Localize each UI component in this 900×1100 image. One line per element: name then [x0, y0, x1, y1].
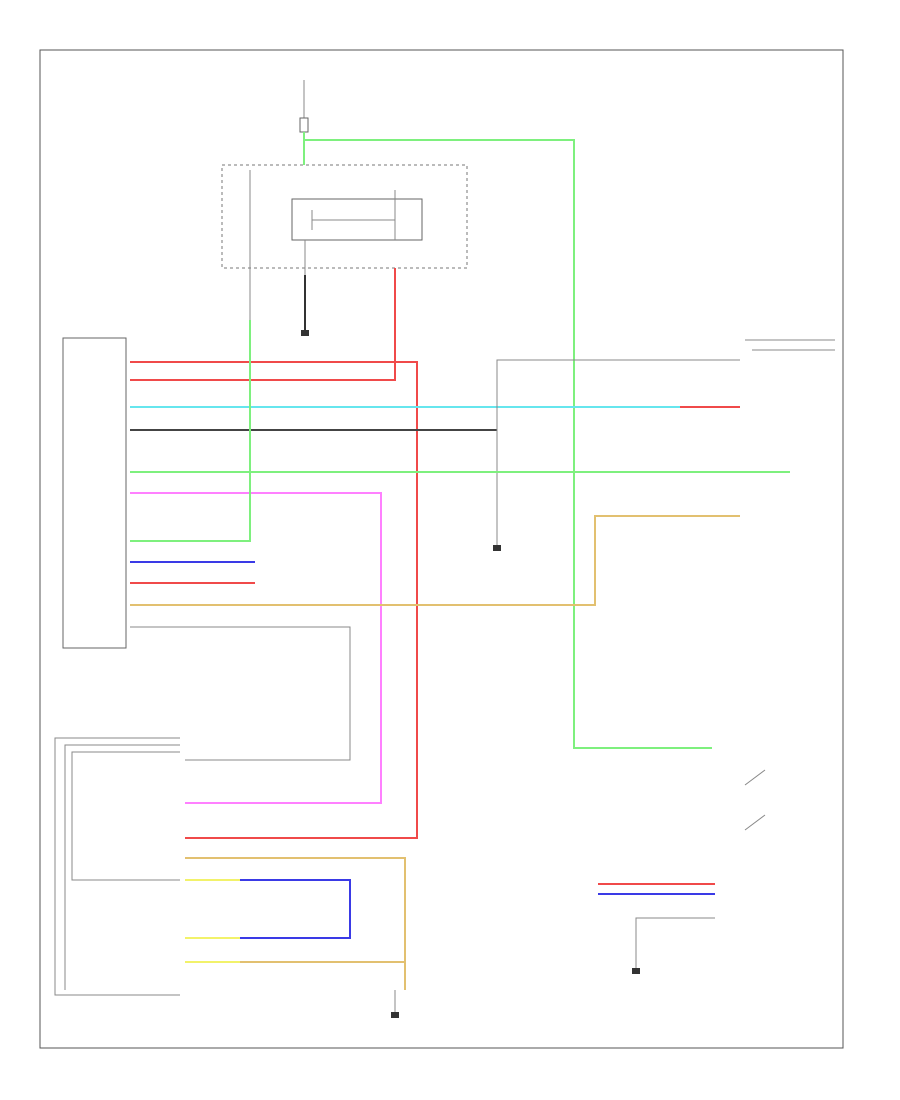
- ground-bottom-icon: [391, 1012, 399, 1018]
- wire-green-low: [130, 320, 251, 542]
- wire-pink: [130, 492, 382, 804]
- fuse-icon: [299, 117, 309, 133]
- ground-symbol-icon: [301, 330, 309, 336]
- wire-gray-cc: [635, 917, 715, 968]
- diagram-frame: [39, 49, 844, 1049]
- wire-tan-bottom: [185, 857, 406, 963]
- driver-seat-heater-bracket: [54, 737, 180, 996]
- wire-red-relay: [130, 268, 396, 381]
- wire-gray-right: [496, 359, 740, 430]
- seat-heater-control-unit: [62, 337, 127, 649]
- relay-symbol-icon: [291, 198, 423, 241]
- wire-tan: [130, 515, 740, 606]
- wire-red-main: [130, 361, 418, 839]
- power-relay-box: [221, 164, 468, 269]
- wire-blue-bottom: [240, 879, 351, 939]
- wire-green-feed: [303, 132, 712, 749]
- front-pass-seat-sw-icon: [744, 814, 766, 831]
- wire-gray-low: [130, 626, 351, 761]
- ground-center-icon: [632, 968, 640, 974]
- driver-seat-sw-icon: [744, 769, 766, 786]
- ground-mid-icon: [493, 545, 501, 551]
